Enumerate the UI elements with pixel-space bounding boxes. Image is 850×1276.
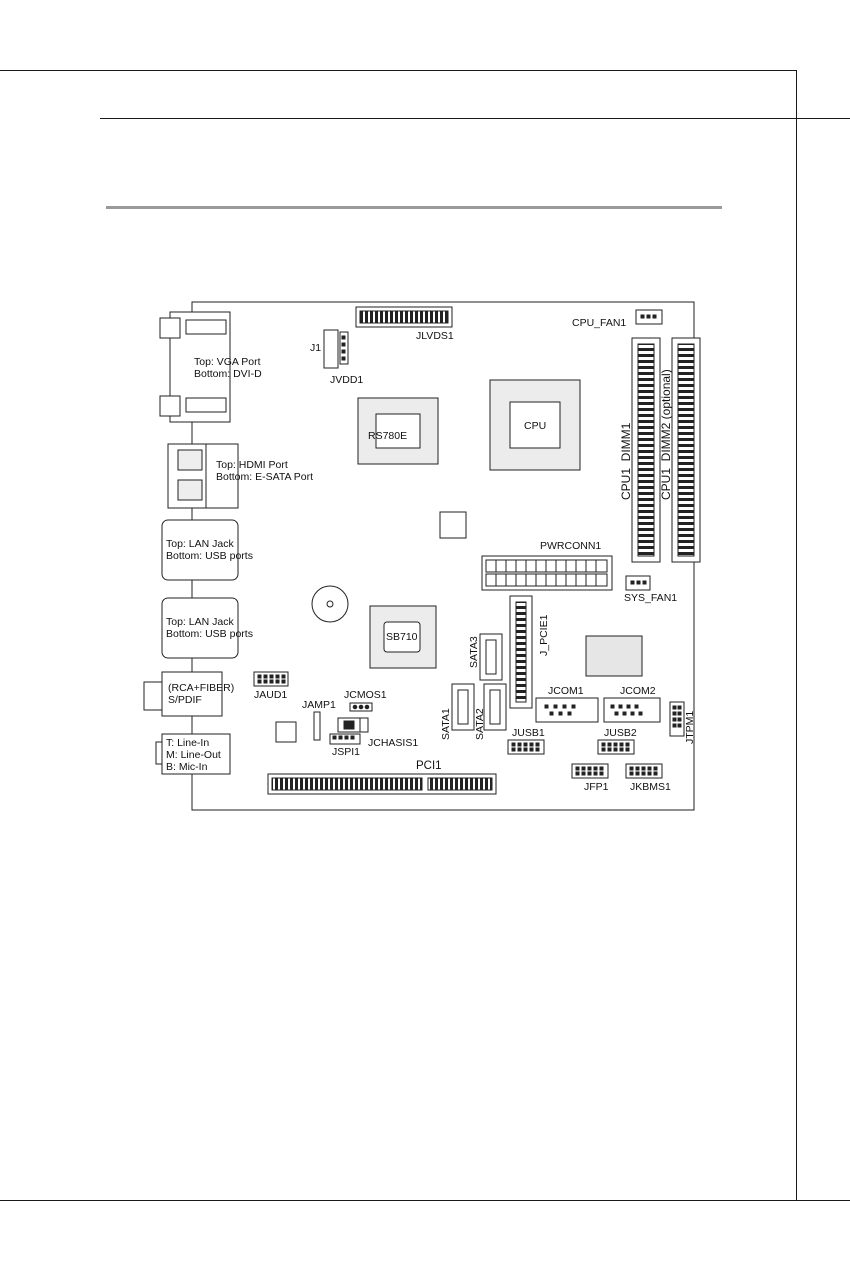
cpu-fan1-label: CPU_FAN1 <box>572 317 627 329</box>
sata1-connector <box>451 683 475 731</box>
jcom1-label: JCOM1 <box>548 685 584 697</box>
lan-usb-1 <box>161 519 239 581</box>
vga-dvi-connector <box>159 311 231 423</box>
lan2-bottom-text: Bottom: USB ports <box>166 628 253 640</box>
lan2-label: Top: LAN Jack Bottom: USB ports <box>166 616 253 640</box>
small-chip <box>439 511 467 539</box>
spdif-line2-text: S/PDIF <box>168 694 202 706</box>
jvdd1-label: JVDD1 <box>330 374 364 386</box>
jamp1-header <box>313 711 321 741</box>
sys-fan1-label: SYS_FAN1 <box>624 592 678 604</box>
spdif-connector <box>143 671 223 717</box>
header-rule <box>100 118 850 119</box>
hdmi-bottom-text: Bottom: E-SATA Port <box>216 471 314 483</box>
jamp1-label: JAMP1 <box>302 699 336 711</box>
jcom2-label: JCOM2 <box>620 685 656 697</box>
jcmos1-jumper <box>349 702 373 712</box>
jcom2-header <box>603 697 661 723</box>
rs780e-label: RS780E <box>368 430 408 442</box>
jlvds1-header <box>355 306 453 328</box>
jfp1-label: JFP1 <box>584 781 609 793</box>
hdmi-top-text: Top: HDMI Port <box>216 459 288 471</box>
sb710-chip <box>369 605 437 669</box>
j1-label: J1 <box>310 342 322 354</box>
top-rule <box>0 70 796 71</box>
jaud1-label: JAUD1 <box>254 689 288 701</box>
sata1-label: SATA1 <box>440 708 452 740</box>
sata3-connector <box>479 633 503 681</box>
jspi1-header <box>329 733 361 745</box>
jchasis1-label: JCHASIS1 <box>368 737 419 749</box>
cpu-label: CPU <box>524 420 547 432</box>
dimm2-slot <box>671 337 701 563</box>
j-pcie1-label: J_PCIE1 <box>538 614 550 656</box>
jlvds1-label: JLVDS1 <box>416 330 454 342</box>
audio-line2-text: M: Line-Out <box>166 749 221 761</box>
jtpm1-label: JTPM1 <box>684 710 696 744</box>
audio-line1-text: T: Line-In <box>166 737 210 749</box>
jkbms1-label: JKBMS1 <box>630 781 671 793</box>
jaud1-header <box>253 671 289 687</box>
jusb1-label: JUSB1 <box>512 727 545 739</box>
lan-controller-chip <box>585 635 643 677</box>
jusb1-header <box>507 739 545 755</box>
section-rule <box>106 206 722 209</box>
audio-label: T: Line-In M: Line-Out B: Mic-In <box>166 737 221 773</box>
pci1-slot <box>267 773 497 795</box>
cpu-socket <box>489 379 581 471</box>
sata2-connector <box>483 683 507 731</box>
vga-top-text: Top: VGA Port <box>194 356 261 368</box>
spdif-label: (RCA+FIBER) S/PDIF <box>168 682 234 706</box>
j1-jvdd1-header <box>323 329 349 369</box>
audio-line3-text: B: Mic-In <box>166 761 208 773</box>
cpu1-dimm1-label: CPU1_DIMM1 <box>619 422 633 500</box>
jcmos1-label: JCMOS1 <box>344 689 387 701</box>
jkbms1-header <box>625 763 663 779</box>
audio-jacks <box>155 733 231 775</box>
bottom-rule <box>0 1200 850 1201</box>
jfp1-header <box>571 763 609 779</box>
jchasis1-jumper <box>337 717 369 733</box>
sata3-label: SATA3 <box>468 636 480 668</box>
lan1-bottom-text: Bottom: USB ports <box>166 550 253 562</box>
sb710-label: SB710 <box>386 631 418 643</box>
rs780e-chip <box>357 397 439 465</box>
jspi1-label: JSPI1 <box>332 746 361 758</box>
j-pcie1-slot <box>509 595 533 709</box>
cpu1-dimm2-label: CPU1_DIMM2 (optional) <box>659 369 673 500</box>
pci1-label: PCI1 <box>416 760 442 772</box>
vga-port-label: Top: VGA Port Bottom: DVI-D <box>194 356 262 380</box>
cmos-battery <box>311 585 349 623</box>
jusb2-header <box>597 739 635 755</box>
dimm1-slot <box>631 337 661 563</box>
lan2-top-text: Top: LAN Jack <box>166 616 234 628</box>
jtpm1-header <box>669 701 685 737</box>
hdmi-port-label: Top: HDMI Port Bottom: E-SATA Port <box>216 459 313 483</box>
jcom1-header <box>535 697 599 723</box>
cpu-fan1-header <box>635 309 663 325</box>
pwrconn1-label: PWRCONN1 <box>540 540 602 552</box>
hdmi-esata-connector <box>167 443 239 509</box>
sata2-label: SATA2 <box>474 708 486 740</box>
right-rule <box>796 70 797 1200</box>
vga-bottom-text: Bottom: DVI-D <box>194 368 262 380</box>
small-square-chip <box>275 721 297 743</box>
jusb2-label: JUSB2 <box>604 727 637 739</box>
spdif-line1-text: (RCA+FIBER) <box>168 682 235 694</box>
sys-fan1-header <box>625 575 651 591</box>
lan1-top-text: Top: LAN Jack <box>166 538 234 550</box>
pwrconn1-connector <box>481 555 613 591</box>
lan1-label: Top: LAN Jack Bottom: USB ports <box>166 538 253 562</box>
lan-usb-2 <box>161 597 239 659</box>
